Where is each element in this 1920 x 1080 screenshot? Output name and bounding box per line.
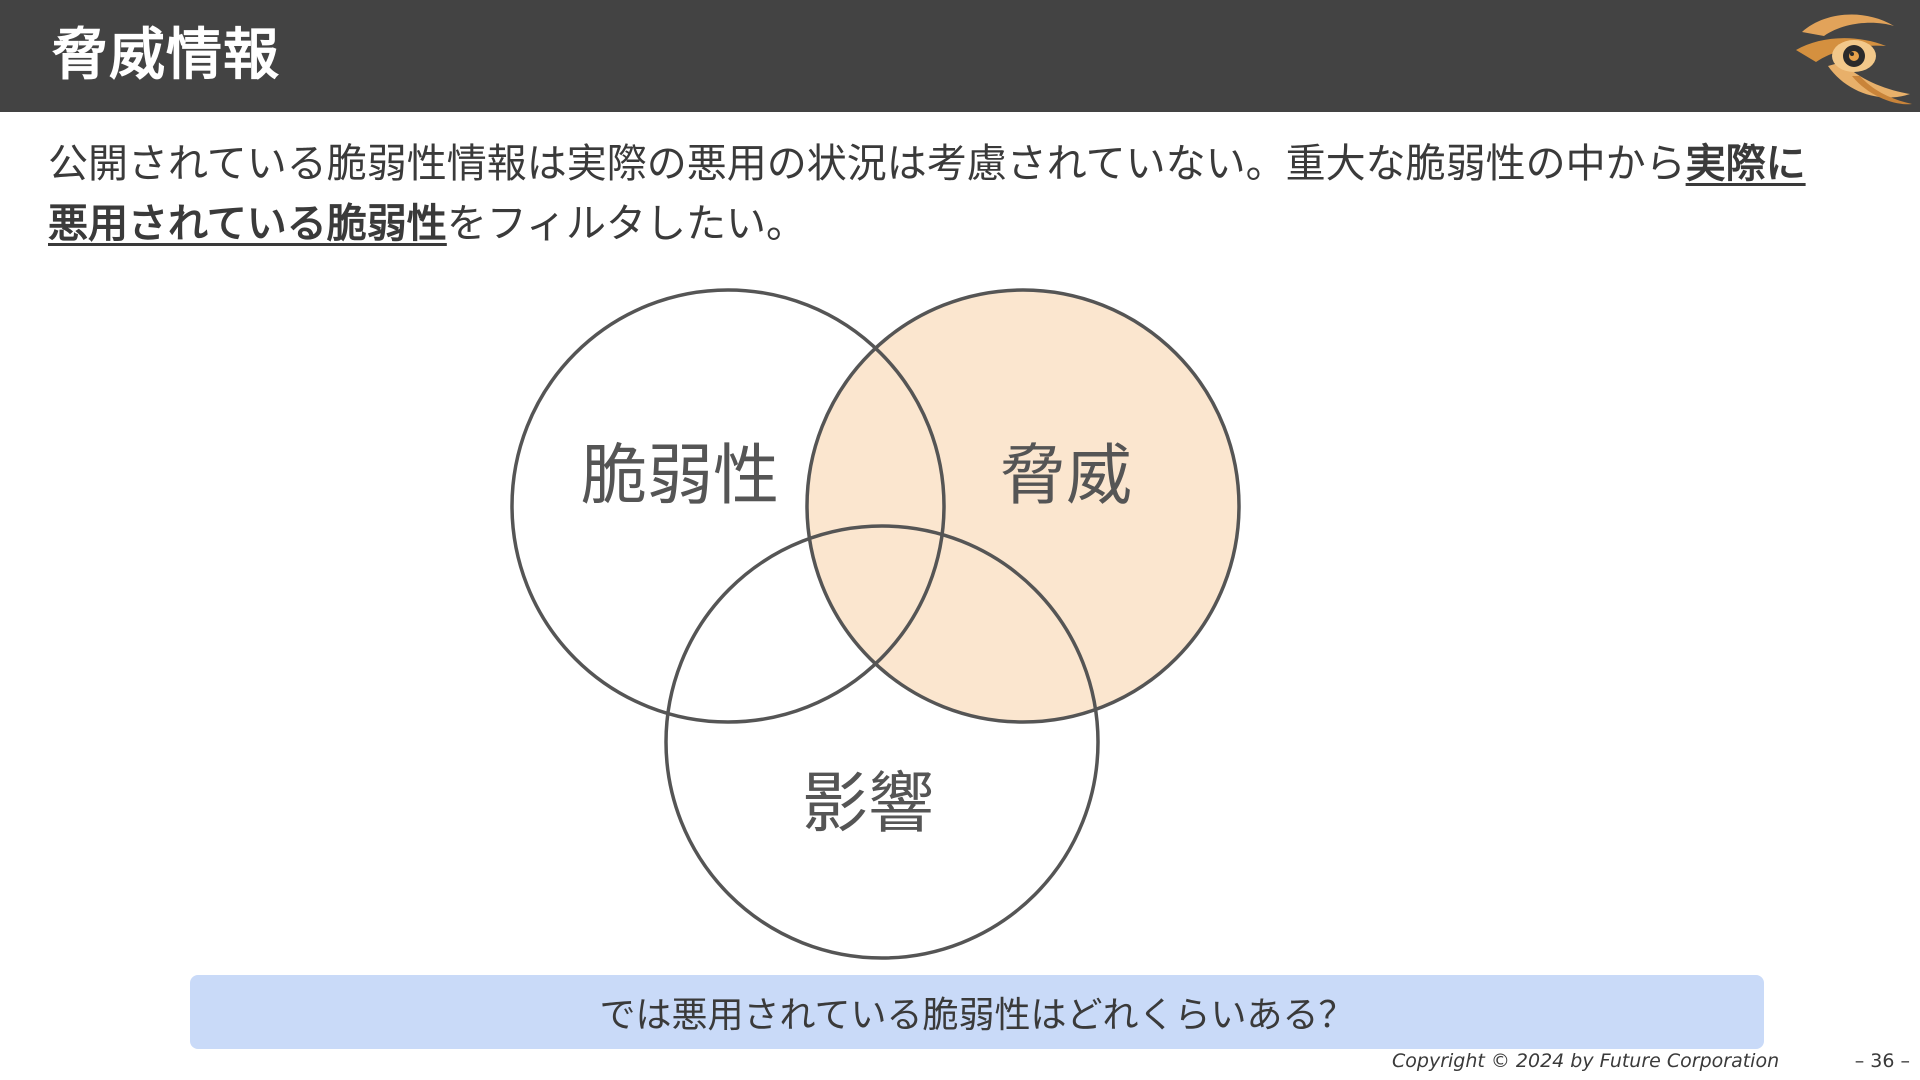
threat-label: 脅威	[1000, 437, 1132, 514]
vulnerability-circle	[510, 288, 946, 724]
lead-emphasis: 実際に悪用されている脆弱性	[48, 141, 1806, 247]
lead-text-2: をフィルタしたい。	[446, 201, 807, 247]
lead-text-1: 公開されている脆弱性情報は実際の悪用の状況は考慮されていない。重大な脆弱性の中か…	[48, 141, 1686, 187]
owl-eye-logo-icon	[1796, 14, 1912, 105]
header-bar: 脅威情報	[0, 0, 1920, 112]
vulnerability-label: 脆弱性	[581, 437, 779, 514]
page-title: 脅威情報	[52, 23, 280, 88]
question-banner: では悪用されている脆弱性はどれくらいある？	[190, 975, 1764, 1049]
impact-circle	[664, 524, 1100, 960]
page-number: – 36 –	[1854, 1050, 1910, 1072]
threat-circle	[805, 288, 1241, 724]
copyright-text: Copyright © 2024 by Future Corporation	[1392, 1050, 1780, 1072]
lead-paragraph: 公開されている脆弱性情報は実際の悪用の状況は考慮されていない。重大な脆弱性の中か…	[48, 134, 1838, 254]
impact-label: 影響	[802, 765, 934, 842]
